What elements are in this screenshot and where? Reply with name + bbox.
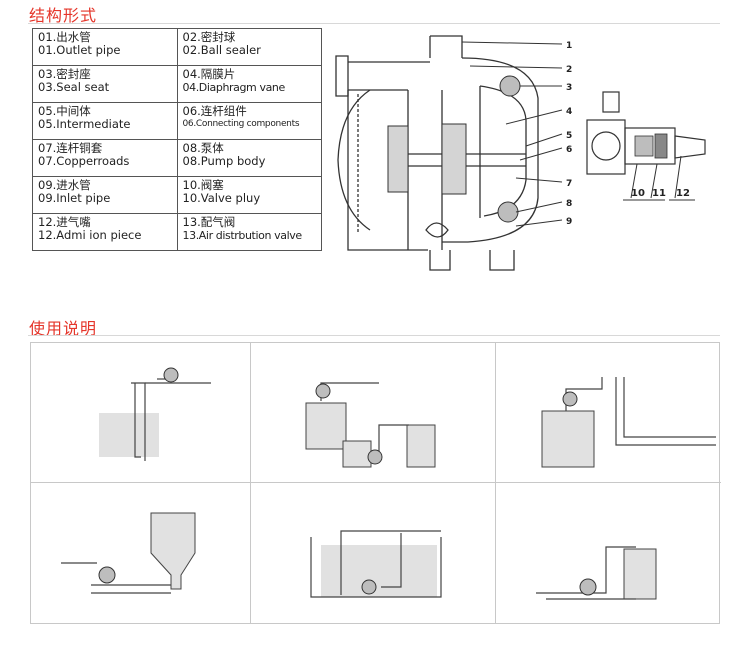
usage-drum-emptying bbox=[496, 343, 721, 483]
callout-6: 6 bbox=[566, 145, 572, 155]
callout-1: 1 bbox=[566, 41, 572, 51]
usage-drum-emptying-drawing bbox=[541, 377, 716, 468]
part-name-en: 08.Pump body bbox=[182, 154, 266, 168]
part-name-en: 02.Ball sealer bbox=[182, 43, 261, 57]
callout-11: 11 bbox=[652, 188, 666, 199]
structure-section-title: 结构形式 bbox=[29, 6, 98, 25]
usage-divider bbox=[28, 335, 720, 336]
part-name-cn: 07.连杆铜套 bbox=[38, 141, 103, 155]
part-name-en: 04.Diaphragm vane bbox=[182, 81, 286, 94]
part-name-cn: 12.进气嘴 bbox=[38, 215, 91, 229]
part-name-en: 10.Valve pluy bbox=[182, 191, 261, 205]
usage-submerged-pit-drawing bbox=[310, 530, 442, 598]
part-name-cn: 03.密封座 bbox=[38, 67, 91, 81]
usage-transfer-between-tanks bbox=[251, 343, 496, 483]
part-name-en: 13.Air distrbution valve bbox=[182, 229, 303, 242]
callout-9: 9 bbox=[566, 217, 572, 227]
part-name-cn: 01.出水管 bbox=[38, 30, 91, 44]
part-name-cn: 10.阀塞 bbox=[182, 178, 224, 192]
part-name-en: 03.Seal seat bbox=[38, 80, 110, 94]
part-name-en: 06.Connecting components bbox=[182, 119, 300, 129]
air-valve-detail-diagram: 10 11 12 bbox=[586, 91, 706, 201]
usage-suction-lift bbox=[31, 343, 251, 483]
callout-2: 2 bbox=[566, 65, 572, 75]
pump-cross-section-diagram: 1 2 3 4 5 6 7 8 9 bbox=[335, 35, 572, 271]
part-name-cn: 06.连杆组件 bbox=[182, 104, 247, 118]
callout-3: 3 bbox=[566, 83, 572, 93]
usage-suction-lift-drawing bbox=[99, 367, 211, 461]
callout-8: 8 bbox=[566, 199, 572, 209]
usage-diagram-grid bbox=[30, 342, 721, 624]
part-name-cn: 08.泵体 bbox=[182, 141, 224, 155]
callout-4: 4 bbox=[566, 107, 572, 117]
callout-5: 5 bbox=[566, 131, 572, 141]
part-name-en: 12.Admi ion piece bbox=[38, 228, 142, 242]
usage-flooded-suction-hopper-drawing bbox=[61, 512, 196, 594]
usage-submerged-pit bbox=[251, 483, 496, 623]
part-name-cn: 13.配气阀 bbox=[182, 215, 236, 229]
callout-7: 7 bbox=[566, 179, 572, 189]
callout-12: 12 bbox=[676, 188, 690, 199]
structure-divider bbox=[28, 23, 720, 24]
part-name-cn: 05.中间体 bbox=[38, 104, 91, 118]
usage-tank-filling-drawing bbox=[536, 546, 657, 600]
usage-transfer-between-tanks-drawing bbox=[305, 382, 436, 468]
part-name-cn: 02.密封球 bbox=[182, 30, 236, 44]
part-name-en: 01.Outlet pipe bbox=[38, 43, 121, 57]
part-name-en: 09.Inlet pipe bbox=[38, 191, 111, 205]
part-name-cn: 04.隔膜片 bbox=[182, 67, 236, 81]
usage-flooded-suction-hopper bbox=[31, 483, 251, 623]
usage-tank-filling bbox=[496, 483, 721, 623]
part-name-en: 07.Copperroads bbox=[38, 154, 130, 168]
callout-10: 10 bbox=[631, 188, 645, 199]
part-name-cn: 09.进水管 bbox=[38, 178, 91, 192]
usage-section-title: 使用说明 bbox=[29, 319, 98, 338]
part-name-en: 05.Intermediate bbox=[38, 117, 131, 131]
